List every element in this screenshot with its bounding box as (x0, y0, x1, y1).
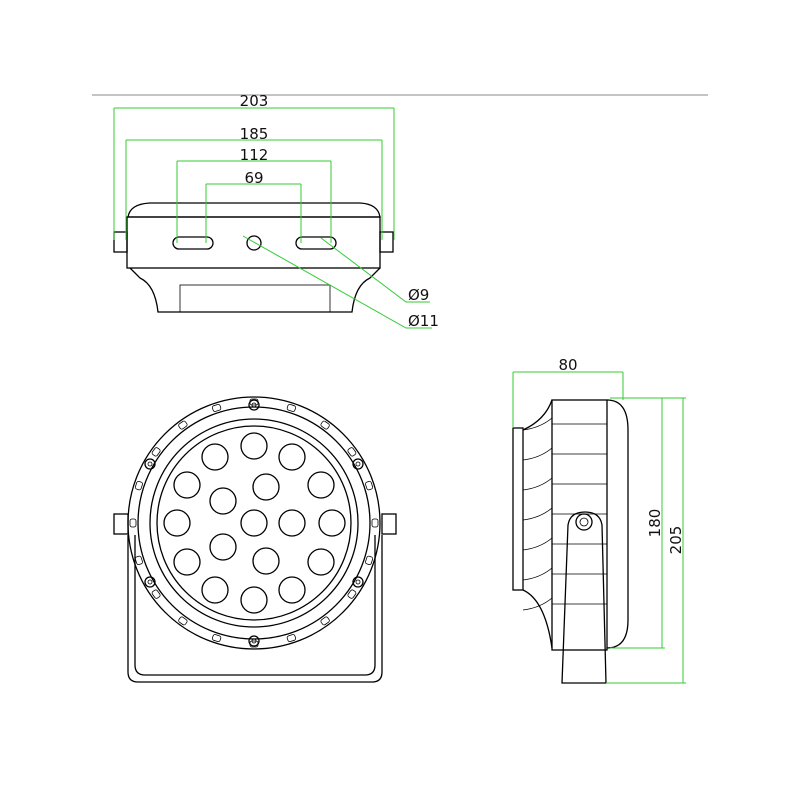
right-bracket-stub (379, 231, 394, 253)
fin-notch (320, 616, 330, 626)
screw-icon (144, 576, 156, 588)
side-fin (522, 597, 553, 611)
outer-fin-ring (127, 396, 381, 650)
led-lens (240, 586, 268, 614)
fin-notch (178, 616, 188, 626)
dim-body-width: 185 (240, 125, 269, 143)
center-hole (246, 235, 262, 251)
fin-notch (286, 634, 297, 643)
led-lens (252, 473, 280, 501)
led-lens (318, 509, 346, 537)
dim-center-hole-dia: Ø11 (408, 312, 439, 330)
side-fin (522, 537, 553, 551)
fin-notch (347, 589, 357, 599)
left-bracket-stub (113, 231, 128, 253)
fin-notch (286, 403, 297, 412)
side-fin (522, 447, 553, 461)
right-slot (295, 236, 337, 250)
led-lens (278, 509, 306, 537)
led-lens (240, 509, 268, 537)
led-lens (173, 548, 201, 576)
led-lens (278, 443, 306, 471)
fin-notch (249, 640, 259, 648)
dim-overall-width: 203 (240, 92, 269, 110)
left-bracket-knob (113, 513, 129, 535)
led-array (163, 432, 346, 614)
fin-notch (365, 555, 374, 566)
fin-notch (347, 447, 357, 457)
fin-notch (178, 420, 188, 430)
side-fins (551, 399, 608, 651)
bezel-screws (129, 398, 379, 648)
fin-notch (365, 480, 374, 491)
screw-icon (248, 399, 260, 411)
fin-notch (320, 420, 330, 430)
screw-icon (352, 576, 364, 588)
fin-notch (129, 518, 137, 528)
left-slot (172, 236, 214, 250)
fin-notch (211, 403, 222, 412)
dim-slot-inner: 69 (244, 169, 263, 187)
top-view-heatsink (129, 267, 381, 313)
bezel (149, 418, 359, 628)
side-fin (522, 417, 553, 431)
dim-overall-height: 205 (667, 526, 685, 555)
top-view-dimensions: 203 185 112 69 Ø9 Ø11 (113, 92, 439, 330)
mounting-bracket (127, 535, 383, 683)
right-bracket-knob (381, 513, 397, 535)
side-view-dimensions: 80 180 205 (512, 356, 686, 684)
top-view-fin-ring (127, 202, 381, 218)
screw-icon (144, 458, 156, 470)
dim-slot-hole-dia: Ø9 (408, 286, 429, 304)
fin-notch (371, 518, 379, 528)
led-lens (307, 471, 335, 499)
pivot-bolt (575, 513, 593, 531)
screw-icon (352, 458, 364, 470)
fin-notch (211, 634, 222, 643)
side-fin (522, 477, 553, 491)
lens (156, 425, 352, 621)
led-lens (173, 471, 201, 499)
front-bezel-side (606, 399, 629, 649)
fin-notch (134, 555, 143, 566)
front-view (113, 396, 397, 683)
side-fin (522, 507, 553, 521)
dim-body-height: 180 (646, 509, 664, 538)
fin-notch (249, 398, 259, 406)
led-lens (209, 533, 237, 561)
side-bracket (561, 511, 607, 684)
side-view (512, 399, 629, 684)
led-lens (278, 576, 306, 604)
fin-notch (134, 480, 143, 491)
fin-notch (151, 447, 161, 457)
led-lens (209, 487, 237, 515)
led-lens (240, 432, 268, 460)
led-lens (252, 547, 280, 575)
led-lens (201, 576, 229, 604)
fin-notch (151, 589, 161, 599)
dim-depth: 80 (558, 356, 577, 374)
led-lens (201, 443, 229, 471)
led-lens (307, 548, 335, 576)
dim-slot-outer: 112 (240, 146, 269, 164)
led-lens (163, 509, 191, 537)
side-fin (522, 567, 553, 581)
top-view (113, 202, 394, 313)
screw-icon (248, 635, 260, 647)
rear-plate (512, 427, 524, 591)
